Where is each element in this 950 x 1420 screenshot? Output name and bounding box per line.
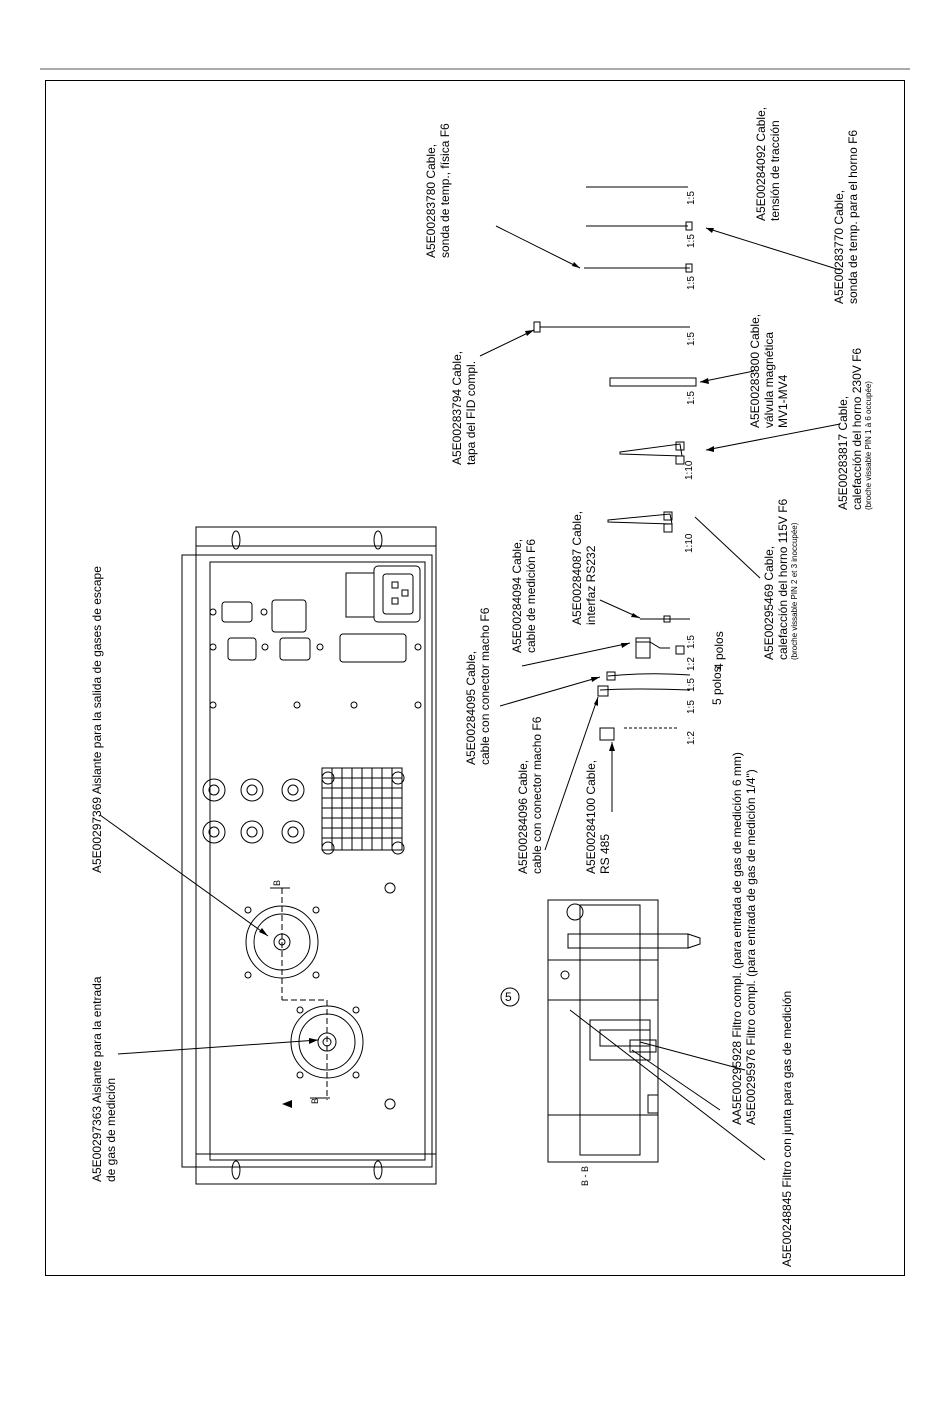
device-back-panel	[181, 526, 437, 1185]
label-cable-284094: A5E00284094 Cable,cable de medición F6	[510, 538, 538, 653]
scale-label: 1:5	[686, 678, 697, 692]
label-cable-283780: A5E00283780 Cable,sonda de temp., física…	[424, 123, 452, 258]
cables	[533, 186, 697, 741]
label-cable-284095: A5E00284095 Cable,cable con conector mac…	[464, 607, 492, 765]
figure-frame	[45, 80, 905, 1276]
inlet-insulator	[290, 882, 396, 1110]
label-filter-gasket: A5E00248845 Filtro con junta para gas de…	[780, 990, 794, 1267]
d-sub-connectors	[209, 599, 422, 709]
scale-label: 1:5	[686, 391, 697, 405]
scale-label: 1:2	[686, 731, 697, 745]
scale-label: 1:10	[684, 460, 695, 480]
label-cable-283770: A5E00283770 Cable,sonda de temp. para el…	[832, 129, 860, 304]
label-cable-284100: A5E00284100 Cable,RS 485	[584, 759, 612, 874]
fan-grille	[321, 767, 405, 855]
callout-circle	[500, 987, 520, 1007]
scale-label: 1:5	[686, 700, 697, 714]
scale-label: 1:5	[686, 191, 697, 205]
scale-label: 1:2	[686, 657, 697, 671]
label-cable-295469: A5E00295469 Cable,calefacción del horno …	[762, 498, 799, 660]
scale-label: 1:5	[686, 635, 697, 649]
power-inlet	[345, 565, 421, 623]
label-4-poles: 4 polos	[712, 631, 726, 670]
label-cable-283794: A5E00283794 Cable,tapa del FID compl.	[450, 350, 478, 465]
gas-fittings	[202, 778, 305, 844]
section-line-b	[270, 887, 330, 1100]
section-label: B - B	[580, 1165, 590, 1186]
label-cable-284096: A5E00284096 Cable,cable con conector mac…	[516, 716, 544, 874]
scale-label: 1:5	[686, 234, 697, 248]
label-cable-284087: A5E00284087 Cable,interfaz RS232	[570, 510, 598, 625]
leader-lines	[99, 225, 841, 1161]
cross-section-b-b	[547, 899, 701, 1163]
callout-number: 5	[505, 990, 512, 1004]
scale-label: 1:5	[686, 332, 697, 346]
label-filter-compl: AA5E00295928 Filtro compl. (para entrada…	[730, 752, 758, 1125]
scale-label: 1:5	[686, 276, 697, 290]
label-5-poles: 5 polos	[710, 666, 724, 705]
header-rule	[40, 68, 910, 70]
scale-label: 1:10	[684, 533, 695, 553]
label-cable-283817: A5E00283817 Cable,calefacción del horno …	[836, 347, 873, 510]
label-exhaust-insulator: A5E00297369 Aislante para la salida de g…	[90, 566, 104, 873]
section-mark-top: B	[272, 879, 282, 886]
section-mark-bottom: B	[310, 1097, 320, 1104]
label-cable-284092: A5E00284092 Cable,tensión de tracción	[754, 106, 782, 221]
